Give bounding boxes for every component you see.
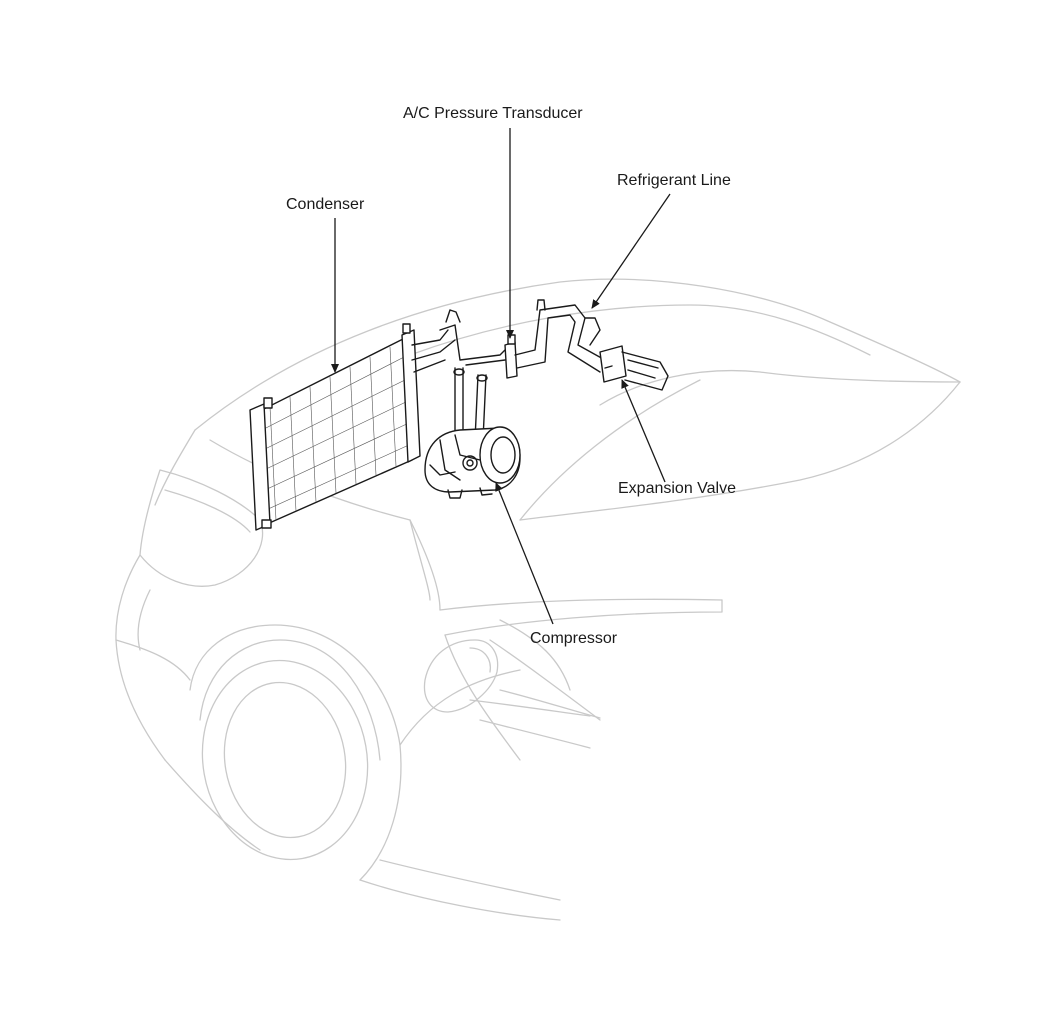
refrigerant-lines — [439, 299, 606, 441]
label-refrigerant-line: Refrigerant Line — [617, 172, 731, 189]
expansion-valve — [599, 345, 669, 391]
leader-lines — [331, 128, 671, 625]
compressor — [424, 426, 521, 499]
condenser-fins — [261, 346, 412, 521]
condenser — [249, 323, 456, 531]
label-ac-pressure-transducer: A/C Pressure Transducer — [403, 105, 583, 122]
leader-refrigerant-line — [591, 193, 671, 309]
label-expansion-valve: Expansion Valve — [618, 480, 736, 497]
leader-expansion-valve — [621, 379, 666, 483]
car-body-outline — [115, 278, 961, 921]
label-compressor: Compressor — [530, 630, 618, 647]
label-condenser: Condenser — [286, 196, 365, 213]
leader-compressor — [495, 482, 554, 625]
